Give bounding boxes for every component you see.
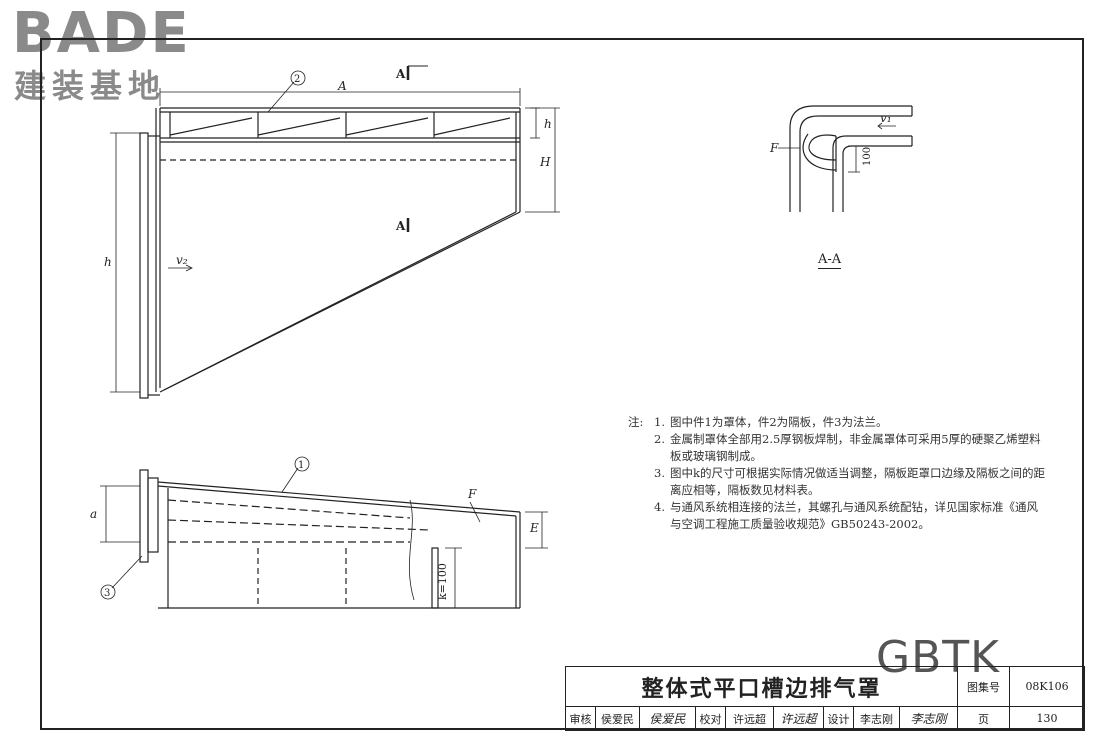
title-block: 整体式平口槽边排气罩 图集号 08K106 审核 侯爱民 侯爱民 校对 许远超 … xyxy=(564,666,1086,731)
section-aa xyxy=(778,105,913,212)
drawing-title: 整体式平口槽边排气罩 xyxy=(564,666,959,707)
check-label: 校对 xyxy=(695,706,726,731)
note-num: 4. xyxy=(654,500,665,514)
velocity-v2: v₂ xyxy=(176,253,188,267)
note-num: 3. xyxy=(654,466,665,480)
dim-A: A xyxy=(337,79,347,93)
note-text: 图中k的尺寸可根据实际情况做适当调整，隔板距罩口边缘及隔板之间的距离应相等，隔板… xyxy=(670,466,1045,497)
notes-label: 注: xyxy=(628,415,644,429)
section-mark-bottom: A xyxy=(395,219,406,233)
design-label: 设计 xyxy=(823,706,854,731)
page-label: 页 xyxy=(957,706,1011,731)
elevation-view xyxy=(110,65,560,399)
side-flange xyxy=(139,469,149,563)
check-name: 许远超 xyxy=(725,706,774,731)
side-top-slope xyxy=(157,481,521,513)
dim-k: k=100 xyxy=(436,563,449,600)
design-signature: 李志刚 xyxy=(898,706,959,731)
note-text: 金属制罩体全部用2.5厚钢板焊制，非金属罩体可采用5厚的硬聚乙烯塑料板或玻璃钢制… xyxy=(670,432,1041,463)
dim-100: 100 xyxy=(862,147,873,166)
dim-h-large: h xyxy=(104,255,112,269)
velocity-v1: v₁ xyxy=(880,111,892,125)
side-view xyxy=(100,456,548,609)
dim-a: a xyxy=(90,507,97,521)
dim-H: H xyxy=(539,155,551,169)
design-name: 李志刚 xyxy=(853,706,900,731)
section-aa-label-text: A-A xyxy=(818,252,842,269)
dim-F-section: F xyxy=(769,141,779,155)
logo-subtitle: 建装基地 xyxy=(14,67,167,105)
callout-2: 2 xyxy=(294,74,300,85)
note-text: 图中件1为罩体，件2为隔板，件3为法兰。 xyxy=(670,415,888,429)
dim-E: E xyxy=(529,521,539,535)
drawing-frame xyxy=(40,38,1084,730)
note-item: 2. 金属制罩体全部用2.5厚钢板焊制，非金属罩体可采用5厚的硬聚乙烯塑料板或玻… xyxy=(628,431,1048,465)
section-mark-top: A xyxy=(395,67,406,81)
elevation-flange xyxy=(139,132,149,399)
note-item: 3. 图中k的尺寸可根据实际情况做适当调整，隔板距罩口边缘及隔板之间的距离应相等… xyxy=(628,465,1048,499)
note-num: 2. xyxy=(654,432,665,446)
partition-plate xyxy=(431,547,439,609)
dim-h-small: h xyxy=(544,117,552,131)
notes: 注: 1. 图中件1为罩体，件2为隔板，件3为法兰。 2. 金属制罩体全部用2.… xyxy=(628,414,1048,533)
note-num: 1. xyxy=(654,415,665,429)
callout-1: 1 xyxy=(298,460,304,471)
review-name: 侯爱民 xyxy=(595,706,640,731)
partitions xyxy=(169,112,511,138)
note-text: 与通风系统相连接的法兰，其螺孔与通风系统配钻，详见国家标准《通风与空调工程施工质… xyxy=(670,500,1038,531)
review-signature: 侯爱民 xyxy=(639,706,696,731)
callout-3: 3 xyxy=(104,588,110,599)
dim-F-side: F xyxy=(467,487,477,501)
section-aa-label: A-A xyxy=(818,252,842,269)
check-signature: 许远超 xyxy=(773,706,824,731)
note-item: 4. 与通风系统相连接的法兰，其螺孔与通风系统配钻，详见国家标准《通风与空调工程… xyxy=(628,499,1048,533)
atlas-label: 图集号 xyxy=(957,666,1011,707)
atlas-number: 08K106 xyxy=(1009,666,1086,707)
review-label: 审核 xyxy=(565,706,596,731)
page-number: 130 xyxy=(1009,706,1086,731)
note-item: 注: 1. 图中件1为罩体，件2为隔板，件3为法兰。 xyxy=(628,414,1048,431)
